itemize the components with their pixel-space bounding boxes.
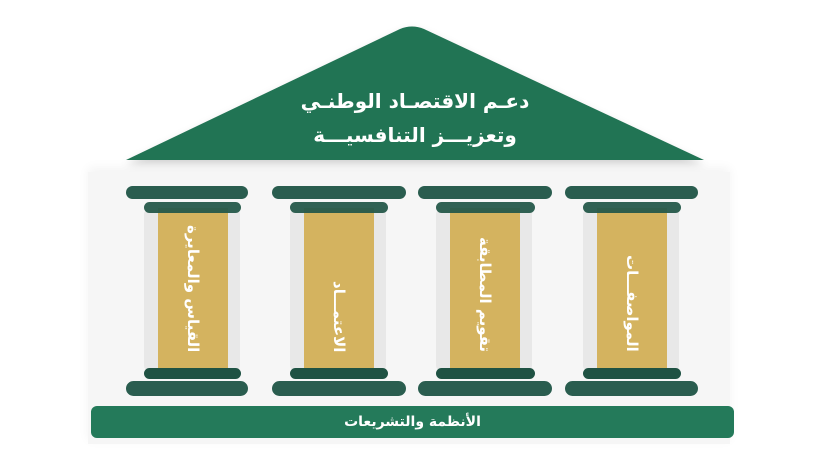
pillar-bottom-inner-cap: [436, 368, 535, 379]
pillar-conformity-assessment: تقويم المطابقة: [418, 186, 552, 396]
pillar-top-cap: [565, 186, 698, 199]
pillar-top-inner-cap: [583, 202, 681, 213]
pillar-label: تقويم المطابقة: [476, 236, 494, 352]
pillar-accreditation: الاعتمـــاد: [272, 186, 406, 396]
pillar-top-inner-cap: [290, 202, 388, 213]
pillar-base-cap: [418, 381, 552, 396]
roof: دعـم الاقتصـاد الوطنـي وتعزيـــز التنافس…: [124, 26, 706, 162]
pillar-standards: المواصفـــات: [565, 186, 698, 396]
pillar-body: [304, 208, 374, 370]
pillar-top-cap: [418, 186, 552, 199]
pillar-body: [158, 208, 228, 370]
pillar-label: الاعتمـــاد: [330, 280, 348, 352]
pillar-top-cap: [126, 186, 248, 199]
roof-title-line2: وتعزيـــز التنافسيـــة: [313, 123, 517, 147]
pillar-bottom-inner-cap: [290, 368, 388, 379]
foundation-bar: الأنظمة والتشريعات: [91, 406, 734, 438]
pillar-base-cap: [565, 381, 698, 396]
pillar-bottom-inner-cap: [583, 368, 681, 379]
pillar-body: [450, 208, 520, 370]
pillar-bottom-inner-cap: [144, 368, 241, 379]
roof-title-line1: دعـم الاقتصـاد الوطنـي: [300, 89, 530, 113]
pillar-top-cap: [272, 186, 406, 199]
foundation-label: الأنظمة والتشريعات: [344, 414, 481, 430]
pillar-top-inner-cap: [144, 202, 241, 213]
pillar-base-cap: [126, 381, 248, 396]
pillar-top-inner-cap: [436, 202, 535, 213]
roof-triangle-shape: [126, 26, 704, 160]
pillar-body: [597, 208, 667, 370]
pillar-measurement-calibration: القياس والمعايرة: [126, 186, 248, 396]
pillar-label: المواصفـــات: [623, 255, 641, 352]
pillar-label: القياس والمعايرة: [184, 224, 202, 352]
pillar-base-cap: [272, 381, 406, 396]
